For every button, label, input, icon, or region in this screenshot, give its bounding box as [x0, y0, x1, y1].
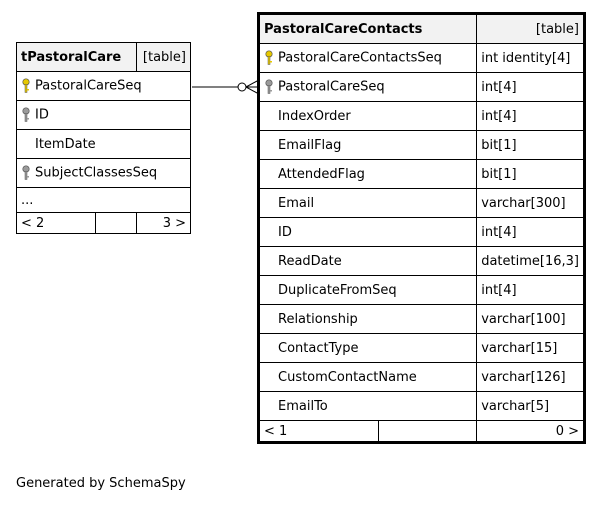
child-count: 0 >	[476, 420, 585, 443]
column-row: SubjectClassesSeq	[16, 158, 191, 188]
column-row: IndexOrder int[4]	[257, 101, 585, 131]
column-name: DuplicateFromSeq	[278, 282, 397, 298]
column-type: varchar[15]	[476, 333, 585, 363]
column-row: AttendedFlag bit[1]	[257, 159, 585, 189]
column-name: SubjectClassesSeq	[35, 165, 158, 181]
column-name: Relationship	[278, 311, 358, 327]
child-count: 3 >	[136, 212, 191, 234]
column-name: PastoralCareSeq	[35, 78, 142, 94]
column-name: ContactType	[278, 340, 359, 356]
column-name: EmailTo	[278, 398, 328, 414]
more-columns-ellipsis: ...	[16, 187, 191, 213]
column-row: ID	[16, 100, 191, 130]
primary-key-icon	[264, 50, 278, 66]
footer-spacer	[377, 420, 478, 443]
column-row: EmailFlag bit[1]	[257, 130, 585, 160]
column-name: IndexOrder	[278, 108, 351, 124]
primary-key-icon	[21, 78, 35, 94]
column-type: int[4]	[476, 101, 585, 131]
table-type-tag: [table]	[136, 42, 191, 72]
column-row: EmailTo varchar[5]	[257, 391, 585, 421]
column-type: bit[1]	[476, 159, 585, 189]
column-type: varchar[5]	[476, 391, 585, 421]
column-row: Email varchar[300]	[257, 188, 585, 218]
foreign-key-icon	[264, 79, 278, 95]
table-title: tPastoralCare	[16, 42, 137, 72]
column-type: bit[1]	[476, 130, 585, 160]
column-row: CustomContactName varchar[126]	[257, 362, 585, 392]
edge-optional-marker	[237, 82, 247, 92]
column-type: varchar[300]	[476, 188, 585, 218]
table-rows-right: PastoralCareContacts[table] PastoralCareC…	[257, 13, 585, 443]
column-row: ContactType varchar[15]	[257, 333, 585, 363]
edge-crowfoot-lower	[245, 86, 258, 94]
generated-by-caption: Generated by SchemaSpy	[16, 476, 186, 491]
foreign-key-icon	[21, 165, 35, 181]
column-name: ReadDate	[278, 253, 342, 269]
table-pastoralcarecontacts: PastoralCareContacts[table] PastoralCareC…	[257, 12, 586, 444]
column-name: CustomContactName	[278, 369, 417, 385]
column-type: int identity[4]	[476, 43, 585, 73]
parent-count: < 2	[16, 212, 96, 234]
column-name: AttendedFlag	[278, 166, 365, 182]
column-type: varchar[126]	[476, 362, 585, 392]
column-row: PastoralCareSeq int[4]	[257, 72, 585, 102]
edge-crowfoot-upper	[245, 80, 258, 88]
column-name: EmailFlag	[278, 137, 342, 153]
column-row: ReadDate datetime[16,3]	[257, 246, 585, 276]
column-name: PastoralCareContactsSeq	[278, 50, 442, 66]
column-name: PastoralCareSeq	[278, 79, 385, 95]
table-title: PastoralCareContacts	[257, 13, 478, 44]
column-type: int[4]	[476, 72, 585, 102]
column-type: datetime[16,3]	[476, 246, 585, 276]
table-type-tag: [table]	[476, 13, 585, 44]
column-name: ID	[35, 107, 49, 123]
column-row: Relationship varchar[100]	[257, 304, 585, 334]
column-name: ID	[278, 224, 292, 240]
column-name: ItemDate	[35, 136, 96, 152]
column-name: Email	[278, 195, 315, 211]
foreign-key-icon	[21, 107, 35, 123]
column-type: varchar[100]	[476, 304, 585, 334]
